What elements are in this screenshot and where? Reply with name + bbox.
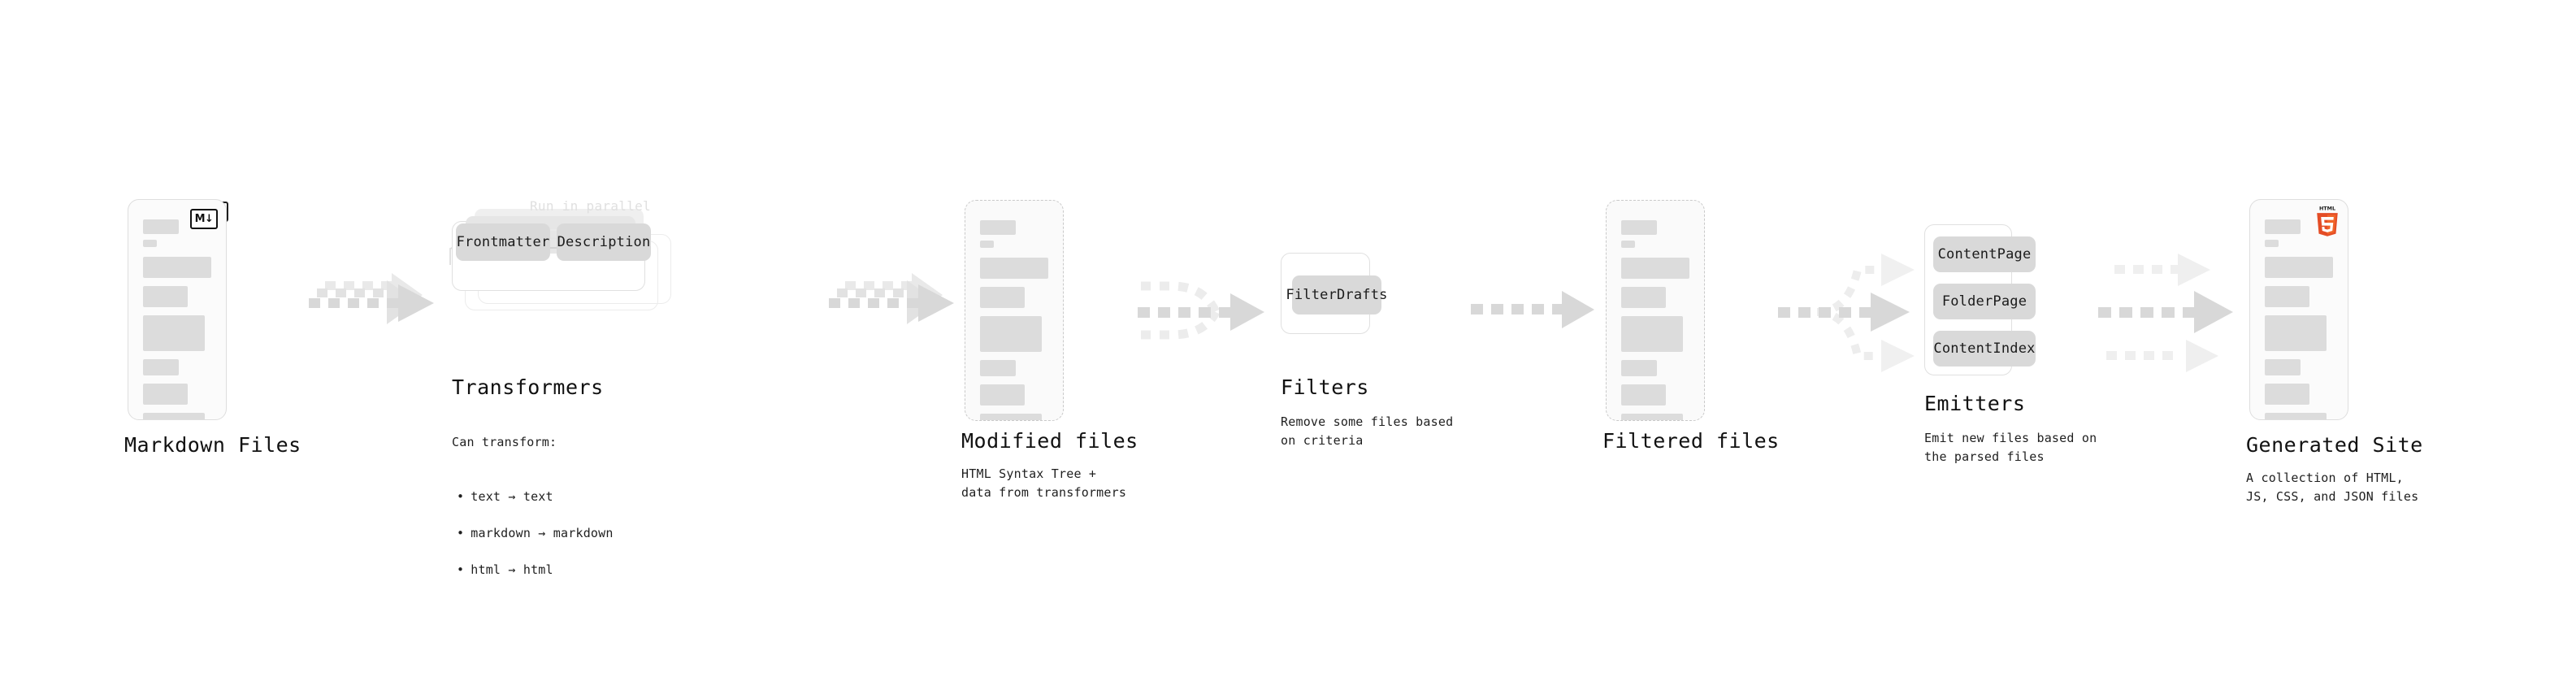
transformers-bullet-1: markdown → markdown xyxy=(452,524,614,543)
stage-title-modified-files: Modified files xyxy=(961,429,1138,453)
transformer-group-front: Frontmatter Description xyxy=(452,209,651,291)
html5-badge-icon: HTML xyxy=(2317,206,2338,236)
connector-emitters-to-site xyxy=(2098,254,2233,372)
connector-transformers-to-modified xyxy=(829,273,954,324)
stage-modified-files xyxy=(965,169,1064,421)
stage-transformers: Frontmatter Description xyxy=(449,195,671,327)
modified-content-lines xyxy=(980,220,1048,420)
generated-site-stack: CSS HTML xyxy=(2249,199,2348,420)
markdown-file-stack: M↓ M↓ M↓ xyxy=(128,199,228,420)
stage-markdown-files: M↓ M↓ M↓ xyxy=(128,165,228,420)
site-card-front: HTML xyxy=(2249,199,2348,420)
transformer-pill-frontmatter[interactable]: Frontmatter xyxy=(456,223,550,261)
connector-modified-to-filters xyxy=(1138,281,1264,340)
stage-title-filters: Filters xyxy=(1281,375,1369,399)
connector-md-to-transformers xyxy=(309,273,434,324)
markdown-badge-icon: M↓ xyxy=(190,209,218,229)
filtered-card-front xyxy=(1606,200,1705,421)
modified-card-front xyxy=(965,200,1064,421)
site-content-lines xyxy=(2265,219,2333,419)
filter-pill-filterdrafts[interactable]: FilterDrafts xyxy=(1286,275,1387,314)
filtered-file-stack xyxy=(1606,200,1705,421)
stage-caption-generated-site: A collection of HTML, JS, CSS, and JSON … xyxy=(2246,471,2419,504)
stage-caption-filters: Remove some files based on criteria xyxy=(1281,414,1454,448)
stage-title-generated-site: Generated Site xyxy=(2246,433,2423,457)
transformers-bullet-2: html → html xyxy=(452,561,614,579)
emitters-group-box: ContentPage FolderPage ContentIndex xyxy=(1924,224,2036,375)
stage-caption-transformers: Can transform: text → text markdown → ma… xyxy=(452,414,614,616)
emitter-pill-contentindex[interactable]: ContentIndex xyxy=(1933,331,2036,367)
modified-file-stack xyxy=(965,200,1064,421)
emitter-pill-contentpage[interactable]: ContentPage xyxy=(1933,236,2036,272)
stage-title-filtered-files: Filtered files xyxy=(1602,429,1780,453)
transformers-bullet-list: text → text markdown → markdown html → h… xyxy=(452,470,614,598)
filtered-content-lines xyxy=(1621,220,1689,420)
stage-generated-site: CSS HTML xyxy=(2249,165,2348,420)
svg-text:HTML: HTML xyxy=(2319,206,2335,212)
transformers-caption-lead: Can transform: xyxy=(452,434,557,449)
filters-group-box: FilterDrafts xyxy=(1281,253,1387,334)
stage-title-emitters: Emitters xyxy=(1924,392,2026,415)
stage-filters: FilterDrafts xyxy=(1281,253,1387,334)
connector-filtered-to-emitters xyxy=(1778,254,1915,372)
emitter-pill-folderpage[interactable]: FolderPage xyxy=(1933,284,2036,319)
markdown-content-lines xyxy=(143,219,211,419)
stage-filtered-files xyxy=(1606,169,1705,421)
stage-title-markdown-files: Markdown Files xyxy=(124,433,301,457)
transformers-bullet-0: text → text xyxy=(452,488,614,506)
transformer-pill-description[interactable]: Description xyxy=(557,223,651,261)
connector-filters-to-filtered xyxy=(1471,291,1594,328)
stage-title-transformers: Transformers xyxy=(452,375,604,399)
stage-emitters: ContentPage FolderPage ContentIndex xyxy=(1924,224,2036,375)
markdown-card-front: M↓ xyxy=(128,199,227,420)
stage-caption-emitters: Emit new files based on the parsed files xyxy=(1924,431,2097,464)
stage-caption-modified-files: HTML Syntax Tree + data from transformer… xyxy=(961,466,1127,500)
run-in-parallel-label: Run in parallel xyxy=(530,198,651,214)
